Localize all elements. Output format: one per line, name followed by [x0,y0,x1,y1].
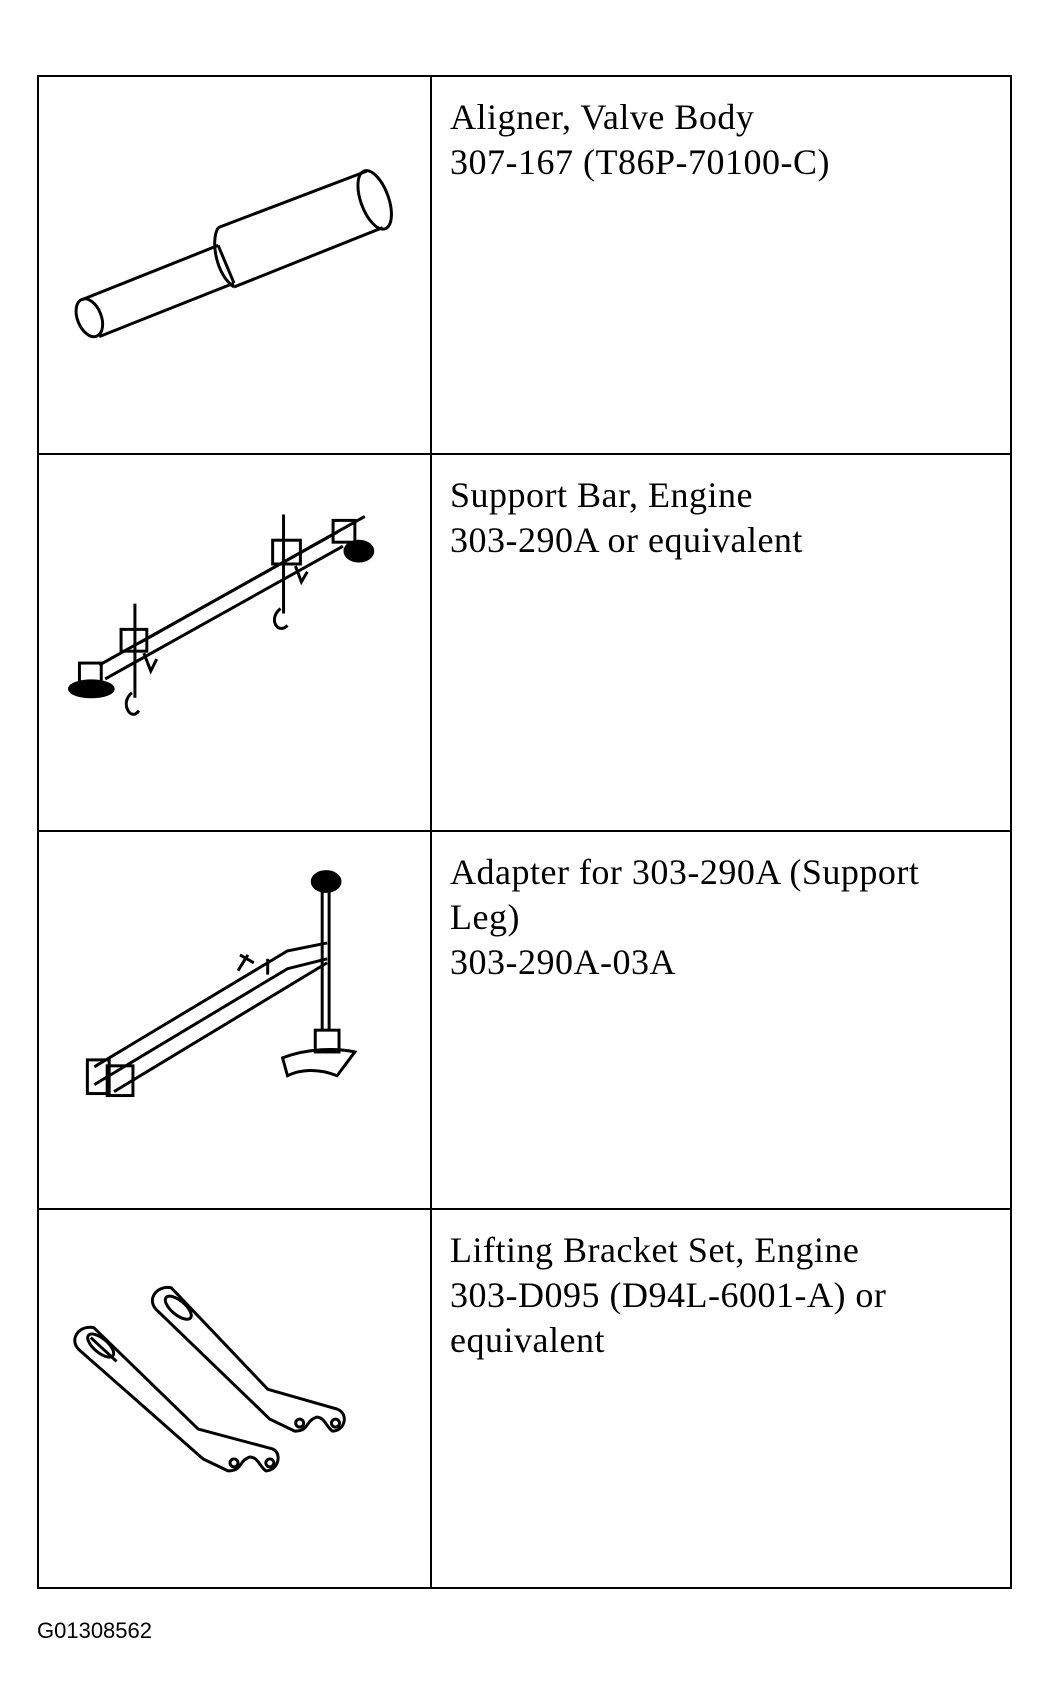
tool-description-cell: Adapter for 303-290A (Support Leg) 303-2… [432,832,1010,1210]
tool-image-cell [39,77,432,455]
support-leg-adapter-icon [85,870,358,1098]
tool-part-number: 303-290A or equivalent [450,519,803,560]
tool-name: Lifting Bracket Set, Engine [450,1229,860,1270]
engine-support-bar-icon [68,513,375,716]
tool-part-number: 303-D095 (D94L-6001-A) or equivalent [450,1274,887,1360]
figure-id: G01308562 [37,1618,152,1643]
tool-name: Support Bar, Engine [450,474,754,515]
tool-name: Aligner, Valve Body [450,97,755,137]
tool-image-cell [39,832,432,1210]
special-tools-table: Aligner, Valve Body 307-167 (T86P-70100-… [37,75,1012,1589]
tool-image-cell [39,454,432,832]
tool-name: Adapter for 303-290A (Support Leg) [450,852,920,937]
tool-description-cell: Lifting Bracket Set, Engine 303-D095 (D9… [432,1210,1010,1588]
tool-image-cell [39,1209,432,1587]
lifting-bracket-icon [73,1285,346,1472]
tool-part-number: 303-290A-03A [450,942,676,982]
tool-description-cell: Support Bar, Engine 303-290A or equivale… [432,455,1010,832]
tool-part-number: 307-167 (T86P-70100-C) [450,142,830,182]
tool-description-cell: Aligner, Valve Body 307-167 (T86P-70100-… [432,77,1010,455]
valve-body-aligner-icon [74,169,393,339]
